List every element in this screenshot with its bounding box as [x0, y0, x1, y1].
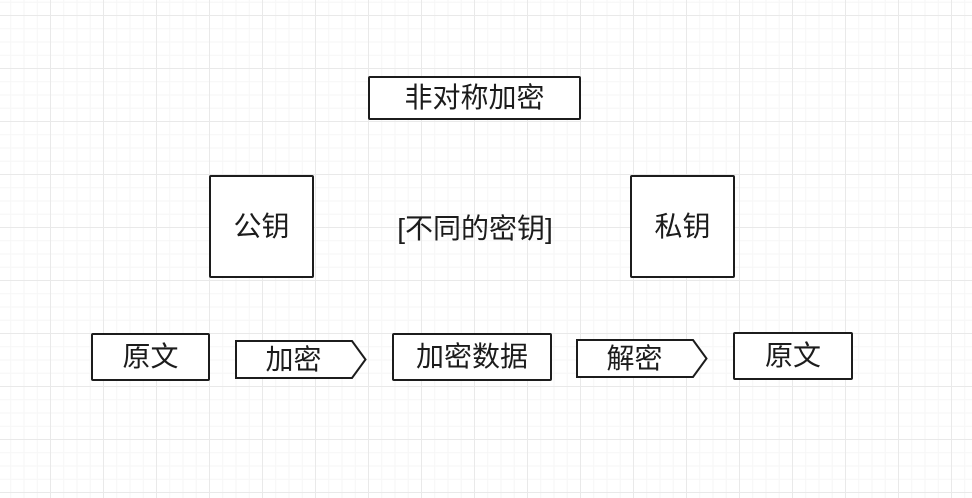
encrypted-data-label: 加密数据: [415, 341, 528, 372]
plaintext-result-box[interactable]: 原文: [733, 332, 853, 380]
different-keys-label: [不同的密钥]: [397, 213, 553, 244]
private-key-label: 私钥: [654, 210, 711, 242]
public-key-label: 公钥: [233, 210, 290, 242]
decrypt-label: 解密: [606, 342, 663, 374]
encrypt-label: 加密: [265, 343, 322, 375]
right-arrow-shape-icon: [576, 339, 708, 378]
private-key-box[interactable]: 私钥: [630, 175, 735, 278]
different-keys-note[interactable]: [不同的密钥]: [383, 207, 567, 251]
title-label: 非对称加密: [404, 82, 545, 113]
plaintext-source-box[interactable]: 原文: [91, 333, 210, 381]
public-key-box[interactable]: 公钥: [209, 175, 314, 278]
plaintext-source-label: 原文: [122, 341, 179, 372]
plaintext-result-label: 原文: [764, 340, 821, 371]
right-arrow-shape-icon: [235, 340, 367, 379]
title-box[interactable]: 非对称加密: [368, 76, 581, 120]
decrypt-arrow[interactable]: 解密: [576, 339, 708, 378]
encrypt-arrow[interactable]: 加密: [235, 340, 367, 379]
encrypted-data-box[interactable]: 加密数据: [392, 333, 552, 381]
